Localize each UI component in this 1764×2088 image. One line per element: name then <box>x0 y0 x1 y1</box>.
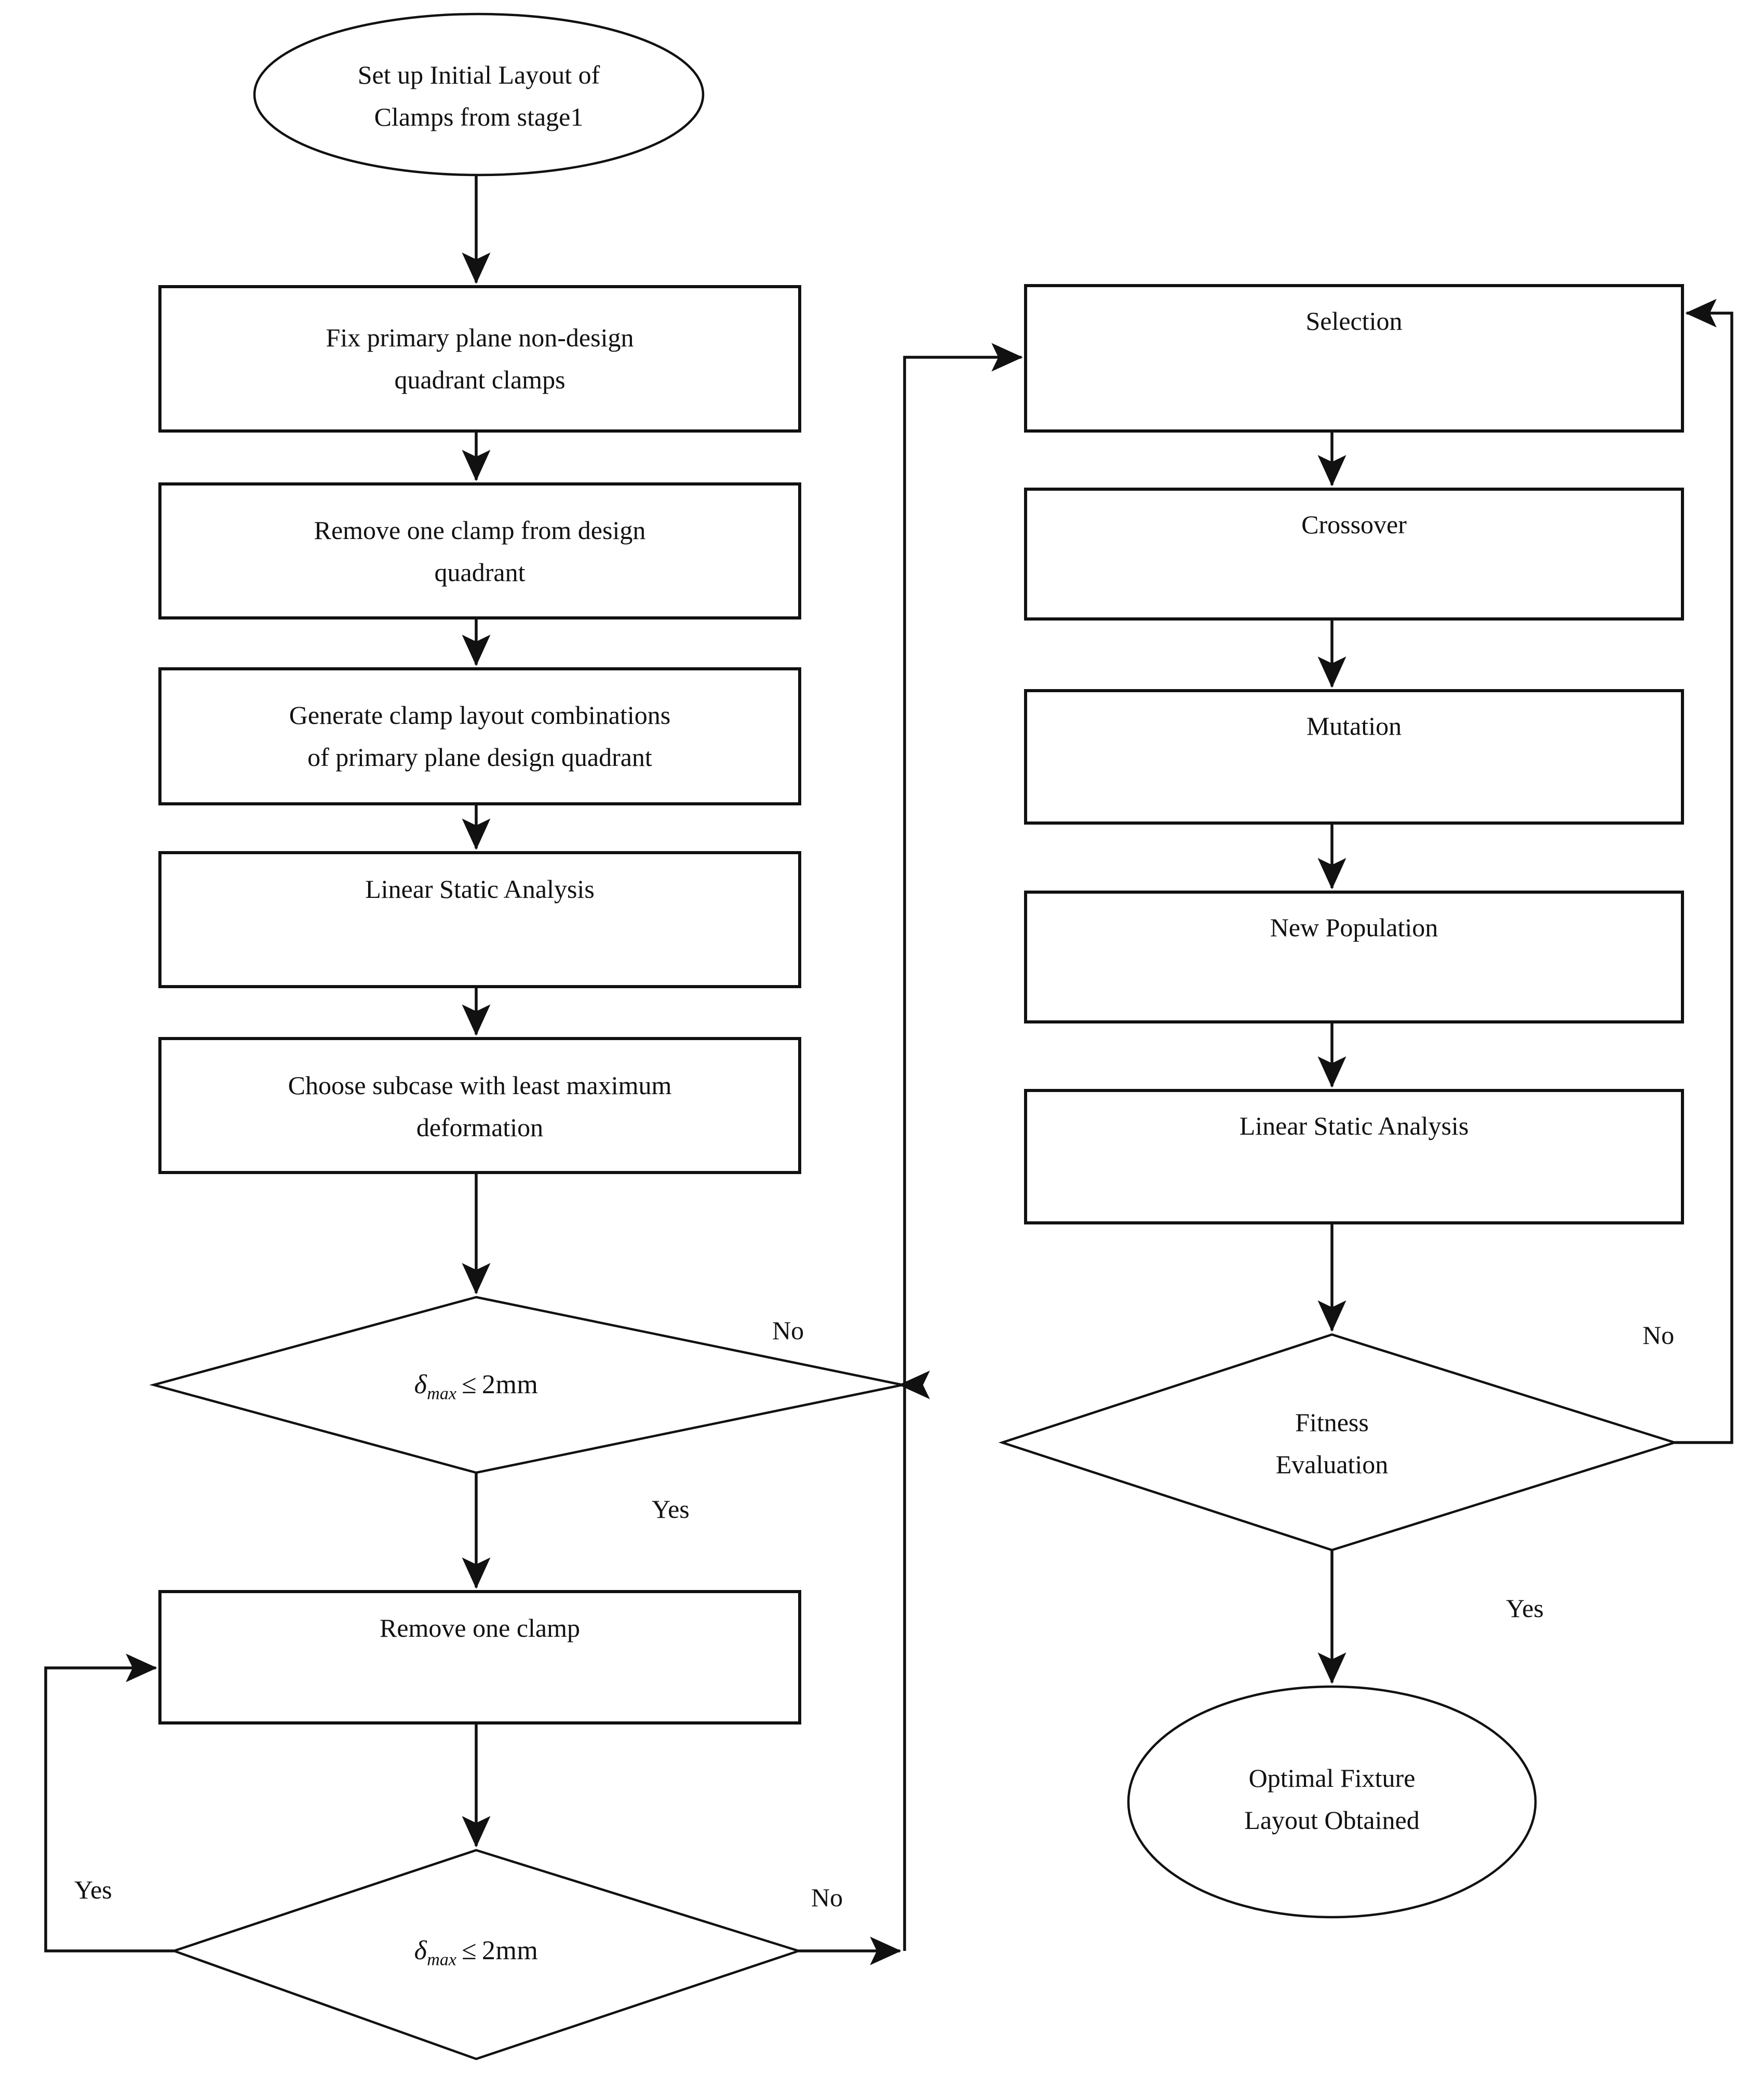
shape-box-generate-combinations <box>158 667 801 805</box>
shape-diamond-fitness-evaluation <box>998 1333 1679 1552</box>
shape-box-choose-subcase <box>158 1037 801 1174</box>
edge-label-decision2-yes: Yes <box>74 1875 112 1904</box>
edge-label-decision1-no: No <box>772 1316 804 1345</box>
shape-box-remove-clamp-design-quadrant <box>158 482 801 619</box>
shape-diamond-deformation-check-2 <box>170 1849 803 2060</box>
shape-box-remove-one-clamp <box>158 1590 801 1725</box>
connector-decision2-yes-loop-to-remove-one-clamp <box>44 1653 174 1952</box>
shape-box-new-population <box>1024 891 1684 1023</box>
edge-label-fitness-no: No <box>1642 1321 1675 1350</box>
shape-box-crossover <box>1024 488 1684 621</box>
shape-box-linear-static-analysis-right <box>1024 1089 1684 1224</box>
edge-label-decision2-no: No <box>811 1883 843 1912</box>
shape-end-oval <box>1127 1685 1537 1919</box>
edge-label-decision1-yes: Yes <box>652 1494 690 1524</box>
shape-box-fix-primary-plane <box>158 285 801 433</box>
shape-box-linear-static-analysis-left <box>158 851 801 988</box>
connector-fitness-no-loop-to-selection <box>1675 299 1733 1444</box>
edge-label-fitness-yes: Yes <box>1506 1594 1544 1623</box>
shape-box-mutation <box>1024 689 1684 825</box>
connector-trunk-to-selection <box>903 343 1023 1951</box>
shape-box-selection <box>1024 284 1684 433</box>
shape-start-oval <box>253 12 705 177</box>
